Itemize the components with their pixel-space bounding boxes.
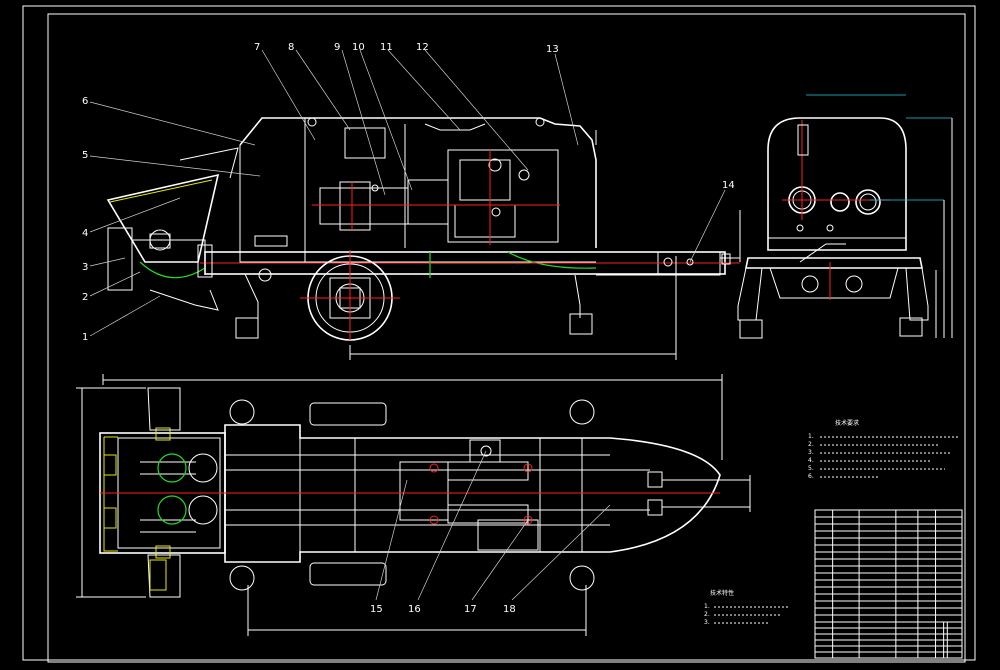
part-label-16: 16 [408, 604, 421, 615]
part-label-6: 6 [82, 96, 88, 107]
part-label-8: 8 [288, 42, 294, 53]
sheet-inner-border [47, 13, 966, 663]
part-label-7: 7 [254, 42, 260, 53]
side-view [106, 117, 741, 360]
part-label-13: 13 [546, 44, 559, 55]
leader-lines [89, 49, 726, 601]
part-label-18: 18 [503, 604, 516, 615]
top-view [76, 374, 751, 636]
title-block [814, 621, 963, 659]
tech-spec-line: 3. [704, 619, 710, 626]
part-label-1: 1 [82, 332, 88, 343]
sheet-outer-border [22, 5, 976, 661]
parts-list-table [814, 509, 963, 623]
part-label-12: 12 [416, 42, 429, 53]
tech-spec-line: 1. [704, 603, 710, 610]
part-label-17: 17 [464, 604, 477, 615]
tech-req-line: 5. [808, 465, 814, 472]
tech-req-line: 6. [808, 473, 814, 480]
technical-requirements-block: 技术要求 1. 2. 3. 4. 5. 6. [808, 419, 960, 480]
part-number-labels: 1 2 3 4 5 6 7 8 9 10 11 12 13 14 15 16 1… [82, 42, 735, 615]
tech-req-title: 技术要求 [835, 419, 859, 427]
end-view [737, 94, 953, 339]
part-label-15: 15 [370, 604, 383, 615]
part-label-9: 9 [334, 42, 340, 53]
tech-req-line: 3. [808, 449, 814, 456]
part-label-10: 10 [352, 42, 365, 53]
part-label-14: 14 [722, 180, 735, 191]
part-label-11: 11 [380, 42, 393, 53]
part-label-4: 4 [82, 228, 88, 239]
tech-spec-title: 技术特性 [710, 589, 734, 597]
tech-req-line: 1. [808, 433, 814, 440]
part-label-2: 2 [82, 292, 88, 303]
part-label-3: 3 [82, 262, 88, 273]
tech-spec-line: 2. [704, 611, 710, 618]
tech-req-line: 4. [808, 457, 814, 464]
tech-req-line: 2. [808, 441, 814, 448]
part-label-5: 5 [82, 150, 88, 161]
technical-specs-block: 技术特性 1. 2. 3. [704, 589, 790, 626]
